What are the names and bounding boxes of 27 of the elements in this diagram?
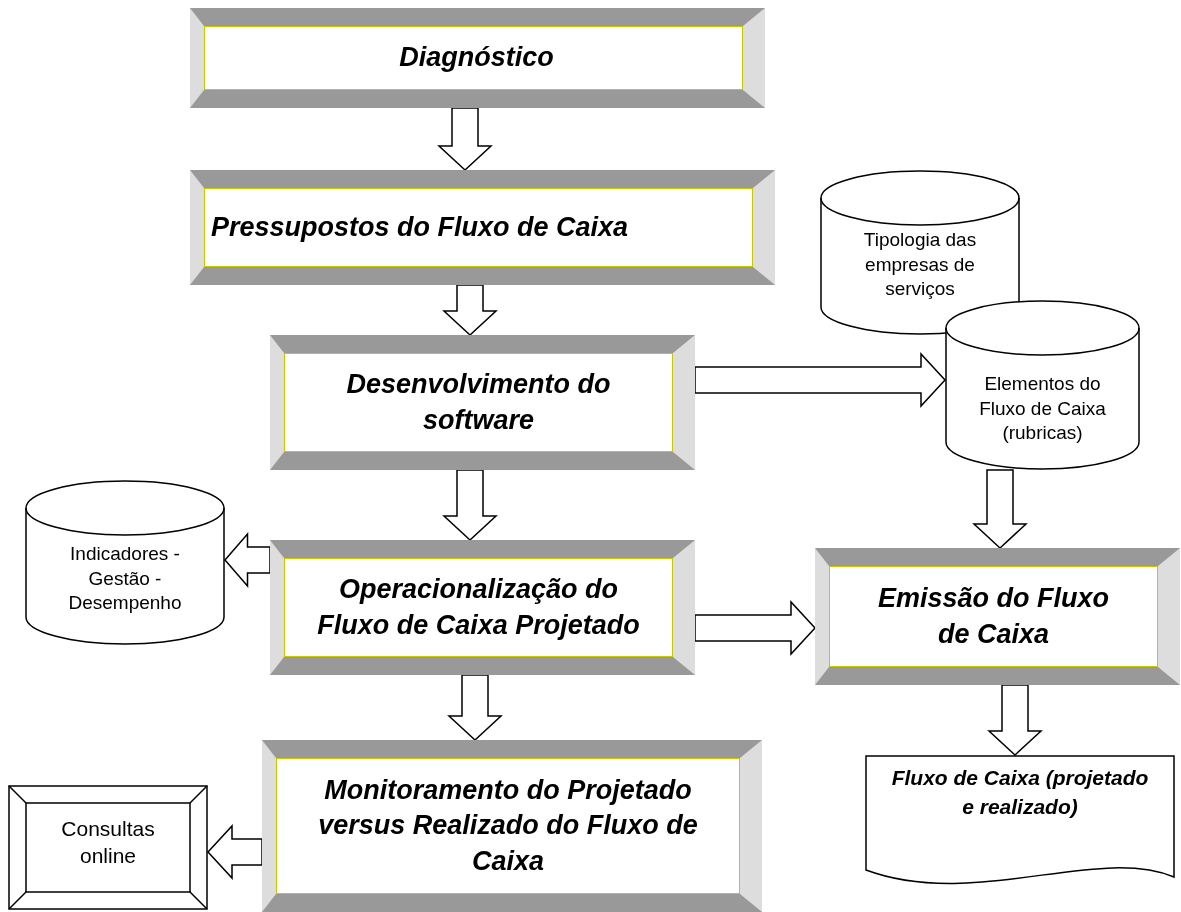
box-label: Operacionalização do Fluxo de Caixa Projetado <box>316 573 641 642</box>
block-arrow <box>447 674 503 742</box>
box-label: Emissão do Fluxo de Caixa <box>876 582 1110 651</box>
block-arrow <box>442 284 498 337</box>
process-box <box>262 740 762 912</box>
process-box <box>270 540 695 675</box>
shape-label: Indicadores - Gestão - Desempenho <box>67 542 183 616</box>
block-arrow <box>442 469 498 542</box>
shape-label: Tipologia das empresas de serviços <box>862 228 978 302</box>
block-arrow <box>972 469 1028 550</box>
block-arrow <box>224 532 271 588</box>
shape-label: Fluxo de Caixa (projetado e realizado) <box>890 765 1150 821</box>
process-box <box>190 170 775 285</box>
box-label: Diagnóstico <box>399 41 554 75</box>
box-label: Monitoramento do Projetado versus Realizado do Fluxo de Caixa <box>317 774 699 878</box>
shape-label: Elementos do Fluxo de Caixa (rubricas) <box>978 372 1107 446</box>
box-label: Pressupostos do Fluxo de Caixa <box>211 210 629 244</box>
box-label: Desenvolvimento do software <box>345 368 612 437</box>
block-arrow <box>987 684 1043 757</box>
shape-label: Consultas online <box>60 816 156 870</box>
block-arrow <box>437 107 493 172</box>
process-box <box>815 548 1180 685</box>
block-arrow <box>694 600 817 656</box>
process-box <box>270 335 695 470</box>
process-box <box>190 8 765 108</box>
block-arrow <box>206 824 263 880</box>
block-arrow <box>694 352 947 408</box>
